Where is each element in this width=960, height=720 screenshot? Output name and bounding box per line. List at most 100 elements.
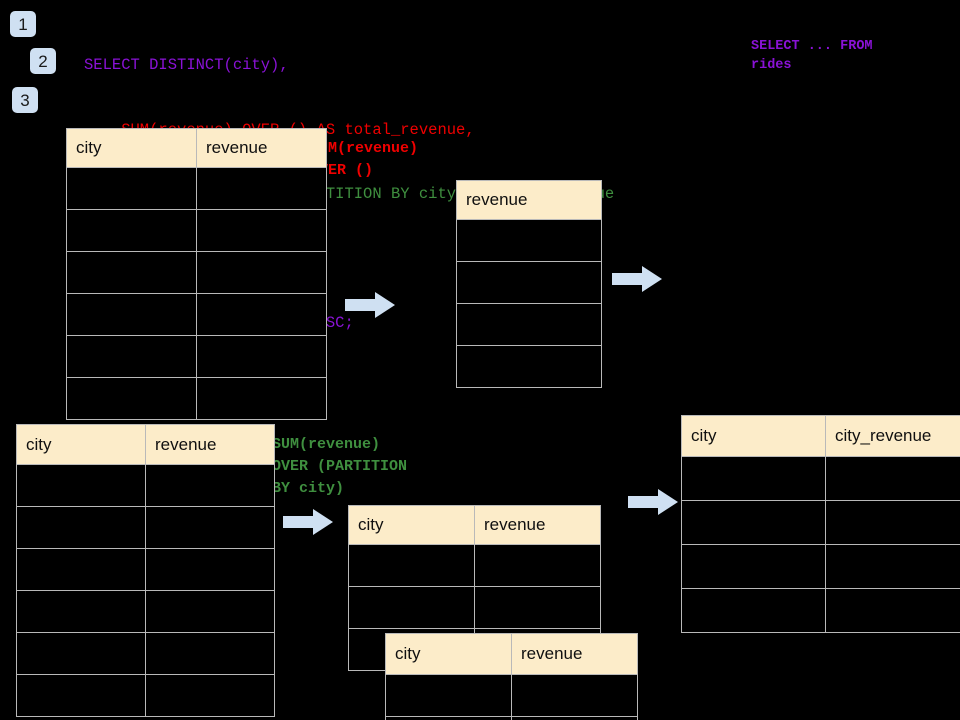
table-row (681, 456, 960, 501)
table-row (456, 303, 602, 346)
step-badge-1: 1 (10, 11, 36, 37)
table-header-row: city revenue (385, 633, 638, 675)
step-badge-3: 3 (12, 87, 38, 113)
arrow-total-revenue-to-result (612, 266, 662, 292)
table-cell (825, 500, 960, 545)
table-cell (456, 345, 602, 388)
arrow-rides-to-partition (283, 509, 333, 535)
table-cell (825, 456, 960, 501)
table-row (16, 590, 275, 633)
column-header-city: city (348, 505, 475, 545)
table-cell (66, 335, 197, 378)
column-header-revenue: revenue (511, 633, 638, 675)
sql-line-select: SELECT DISTINCT(city), (84, 56, 289, 74)
total-revenue-table: revenue (456, 180, 602, 388)
table-cell (16, 506, 146, 549)
table-cell (456, 261, 602, 304)
table-cell (145, 506, 275, 549)
table-row (16, 548, 275, 591)
table-cell (511, 716, 638, 720)
table-header-row: city revenue (16, 424, 275, 465)
table-cell (681, 456, 826, 501)
table-row (66, 377, 327, 420)
step-badge-3-label: 3 (20, 90, 30, 110)
table-header-row: city revenue (66, 128, 327, 168)
rides-source-table-top: city revenue (66, 128, 327, 420)
column-header-revenue: revenue (145, 424, 275, 465)
table-cell (681, 544, 826, 589)
table-cell (145, 674, 275, 717)
table-cell (66, 251, 197, 294)
table-cell (145, 464, 275, 507)
rides-source-table-bottom: city revenue (16, 424, 275, 717)
table-cell (145, 548, 275, 591)
table-cell (66, 377, 197, 420)
column-header-city: city (66, 128, 197, 168)
table-cell (474, 544, 601, 587)
table-cell (196, 293, 327, 336)
table-cell (681, 500, 826, 545)
table-cell (16, 674, 146, 717)
table-cell (66, 293, 197, 336)
table-cell (348, 586, 475, 629)
column-header-revenue: revenue (456, 180, 602, 220)
table-row (66, 209, 327, 252)
arrow-rides-to-total-revenue (345, 292, 395, 318)
table-row (16, 632, 275, 675)
column-header-revenue: revenue (196, 128, 327, 168)
arrow-partition-to-result (628, 489, 678, 515)
table-cell (511, 674, 638, 717)
table-row (385, 674, 638, 717)
table-cell (145, 590, 275, 633)
table-row (385, 716, 638, 720)
table-row (348, 586, 601, 629)
table-cell (196, 377, 327, 420)
table-cell (66, 167, 197, 210)
step-badge-1-label: 1 (18, 14, 28, 34)
column-header-city-revenue: city_revenue (825, 415, 960, 457)
table-cell (456, 219, 602, 262)
table-row (456, 219, 602, 262)
partition-group-table-b: city revenue (385, 633, 638, 720)
table-row (681, 500, 960, 545)
table-row (66, 293, 327, 336)
table-cell (16, 464, 146, 507)
table-header-row: city revenue (348, 505, 601, 545)
table-cell (825, 588, 960, 633)
table-row (348, 544, 601, 587)
table-header-row: revenue (456, 180, 602, 220)
column-header-city: city (16, 424, 146, 465)
table-row (16, 464, 275, 507)
table-cell (196, 209, 327, 252)
table-row (681, 588, 960, 633)
table-cell (16, 590, 146, 633)
table-cell (66, 209, 197, 252)
table-row (66, 335, 327, 378)
table-cell (145, 632, 275, 675)
annotation-city-revenue: SUM(revenue) OVER (PARTITION BY city) (272, 436, 408, 497)
step-badge-2-label: 2 (38, 51, 48, 71)
table-row (456, 261, 602, 304)
column-header-revenue: revenue (474, 505, 601, 545)
table-row (16, 674, 275, 717)
table-header-row: city city_revenue (681, 415, 960, 457)
table-row (66, 251, 327, 294)
table-cell (348, 544, 475, 587)
table-row (681, 544, 960, 589)
column-header-city: city (681, 415, 826, 457)
table-cell (196, 251, 327, 294)
select-from-rides-note: SELECT ... FROM rides (751, 39, 873, 73)
table-cell (825, 544, 960, 589)
table-cell (196, 335, 327, 378)
step-badge-2: 2 (30, 48, 56, 74)
table-cell (385, 674, 512, 717)
result-table: city city_revenue (681, 415, 960, 633)
table-cell (456, 303, 602, 346)
column-header-city: city (385, 633, 512, 675)
table-cell (474, 586, 601, 629)
table-cell (385, 716, 512, 720)
table-cell (16, 632, 146, 675)
table-cell (16, 548, 146, 591)
table-cell (681, 588, 826, 633)
table-cell (196, 167, 327, 210)
